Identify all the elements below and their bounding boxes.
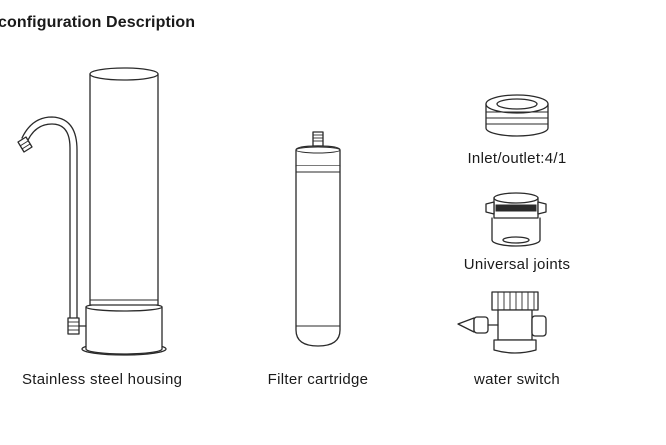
- universal-joint-illustration: [485, 192, 547, 247]
- water-switch-illustration: [457, 291, 547, 354]
- page-title: configuration Description: [0, 14, 196, 31]
- stainless-steel-housing-illustration: [17, 67, 167, 356]
- inlet-outlet-fitting-illustration: [485, 94, 549, 137]
- filter-cartridge-illustration: [295, 131, 341, 347]
- inlet-outlet-label: Inlet/outlet:4/1: [467, 150, 567, 167]
- filter-cartridge-label: Filter cartridge: [267, 371, 369, 388]
- water-switch-label: water switch: [473, 371, 561, 388]
- stainless-steel-housing-label: Stainless steel housing: [22, 371, 183, 388]
- universal-joints-label: Universal joints: [463, 256, 571, 273]
